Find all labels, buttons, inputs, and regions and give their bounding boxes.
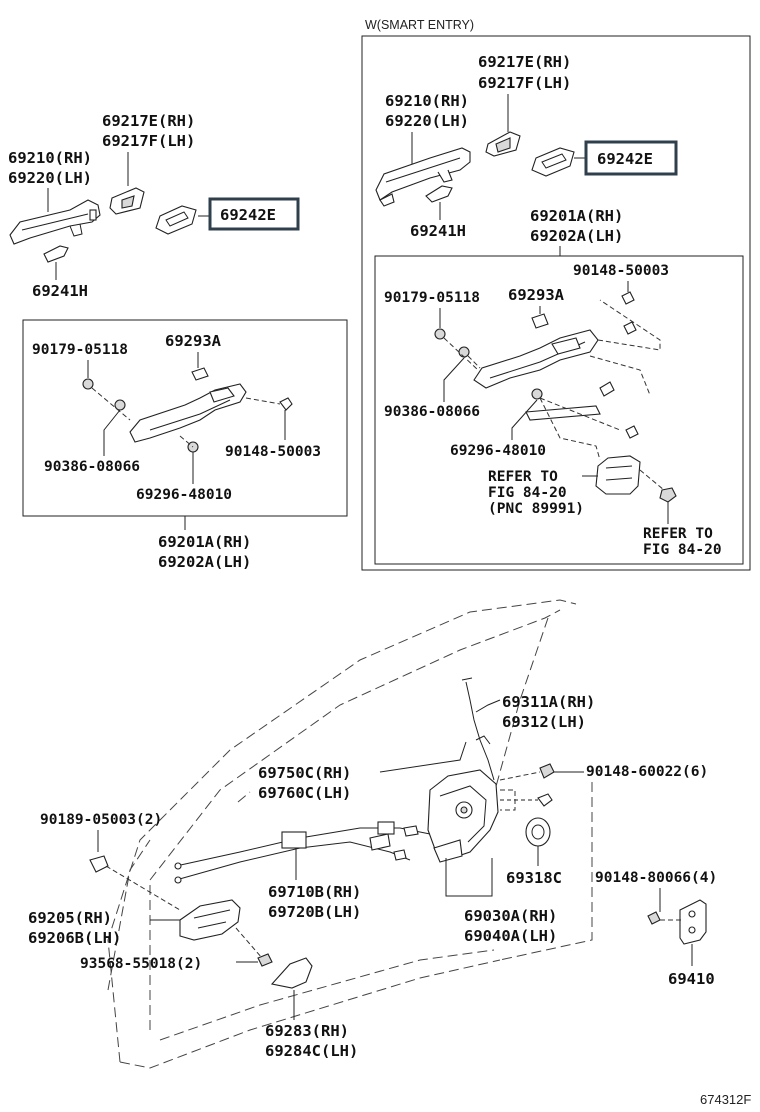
lock-cable-assembly: [174, 821, 431, 884]
label-69206b: 69206B(LH): [28, 929, 121, 947]
label-90179-left: 90179-05118: [32, 342, 128, 358]
label-refer-1c: (PNC 89991): [488, 501, 584, 517]
label-69242e-right: 69242E: [597, 150, 653, 168]
label-69220-right: 69220(LH): [385, 112, 469, 130]
door-outline: [107, 599, 593, 1069]
label-69217e-right: 69217E(RH): [478, 53, 571, 71]
label-69760c: 69760C(LH): [258, 784, 351, 802]
label-69030a: 69030A(RH): [464, 907, 557, 925]
smart-entry-frame-box: [374, 255, 744, 565]
label-69202a-right: 69202A(LH): [530, 227, 623, 245]
label-90189: 90189-05003(2): [40, 812, 162, 828]
label-69750c: 69750C(RH): [258, 764, 351, 782]
label-refer-2a: REFER TO: [643, 526, 713, 542]
label-69202a-left: 69202A(LH): [158, 553, 251, 571]
label-90148-50003-left: 90148-50003: [225, 444, 321, 460]
label-69241h-right: 69241H: [410, 222, 466, 240]
label-69201a-right: 69201A(RH): [530, 207, 623, 225]
label-refer-2b: FIG 84-20: [643, 542, 722, 558]
figure-code: 674312F: [700, 1092, 751, 1107]
label-93568: 93568-55018(2): [80, 956, 202, 972]
label-90386-right: 90386-08066: [384, 404, 480, 420]
gasket-part: [155, 205, 197, 235]
label-69241h-left: 69241H: [32, 282, 88, 300]
rod-part: [465, 681, 495, 781]
label-69201a-left: 69201A(RH): [158, 533, 251, 551]
label-69710b: 69710B(RH): [268, 883, 361, 901]
label-69311a: 69311A(RH): [502, 693, 595, 711]
label-69210-left: 69210(RH): [8, 149, 92, 167]
label-69293a-right: 69293A: [508, 286, 565, 304]
label-69312: 69312(LH): [502, 713, 586, 731]
label-69720b: 69720B(LH): [268, 903, 361, 921]
grommet-part: [525, 817, 551, 847]
highlight-box-69242e-left: [208, 197, 300, 231]
label-69293a-left: 69293A: [165, 332, 222, 350]
inside-handle-part: [179, 899, 241, 941]
smart-entry-box: [361, 35, 751, 571]
label-90148-50003-right: 90148-50003: [573, 263, 669, 279]
label-90148-80066: 90148-80066(4): [595, 870, 717, 886]
label-69210-right: 69210(RH): [385, 92, 469, 110]
door-lock-assembly: [427, 769, 553, 863]
label-69296-left: 69296-48010: [136, 487, 232, 503]
label-69220-left: 69220(LH): [8, 169, 92, 187]
label-69283: 69283(RH): [265, 1022, 349, 1040]
label-69205: 69205(RH): [28, 909, 112, 927]
label-69296-right: 69296-48010: [450, 443, 546, 459]
label-69217f-right: 69217F(LH): [478, 74, 571, 92]
pad-part: [43, 245, 69, 263]
label-69217e-left: 69217E(RH): [102, 112, 195, 130]
label-69242e-left: 69242E: [220, 206, 276, 224]
clip-part: [89, 855, 109, 873]
right-frame-assembly: [434, 291, 677, 503]
left-frame-assembly: [82, 367, 293, 453]
label-69284c: 69284C(LH): [265, 1042, 358, 1060]
label-90179-right: 90179-05118: [384, 290, 480, 306]
label-90386-left: 90386-08066: [44, 459, 140, 475]
bezel-part: [270, 957, 313, 989]
label-69410: 69410: [668, 970, 715, 988]
highlight-box-69242e-right: [584, 140, 678, 176]
left-outer-handle-group: [9, 187, 210, 263]
label-69040a: 69040A(LH): [464, 927, 557, 945]
striker-part: [679, 899, 707, 945]
label-refer-1a: REFER TO: [488, 469, 558, 485]
label-69217f-left: 69217F(LH): [102, 132, 195, 150]
right-outer-handle-group: [375, 131, 586, 207]
smart-entry-note: W(SMART ENTRY): [365, 18, 474, 32]
label-refer-1b: FIG 84-20: [488, 485, 567, 501]
label-69318c: 69318C: [506, 869, 562, 887]
label-90148-60022: 90148-60022(6): [586, 764, 708, 780]
